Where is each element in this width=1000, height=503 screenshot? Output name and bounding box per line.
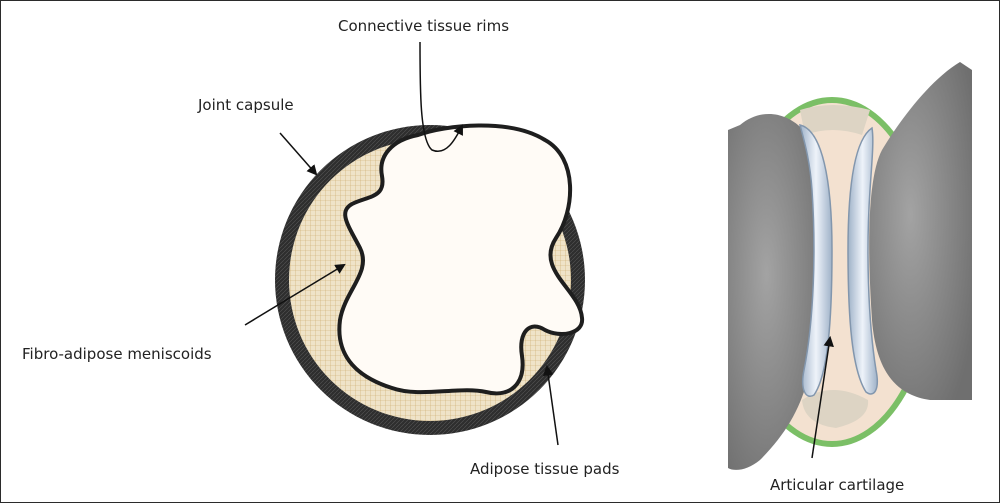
pads-arrow <box>547 367 558 445</box>
fibro-adipose-meniscoids-label: Fibro-adipose meniscoids <box>22 345 212 363</box>
joint-capsule-label: Joint capsule <box>197 96 294 114</box>
right-bone <box>869 62 972 400</box>
capsule-cross-section <box>275 125 585 435</box>
joint-illustration <box>728 62 972 470</box>
articular-cartilage-label: Articular cartilage <box>770 476 904 494</box>
capsule-arrow <box>280 133 316 174</box>
adipose-tissue-pads-label: Adipose tissue pads <box>470 460 620 478</box>
connective-tissue-rims-label: Connective tissue rims <box>338 17 509 35</box>
